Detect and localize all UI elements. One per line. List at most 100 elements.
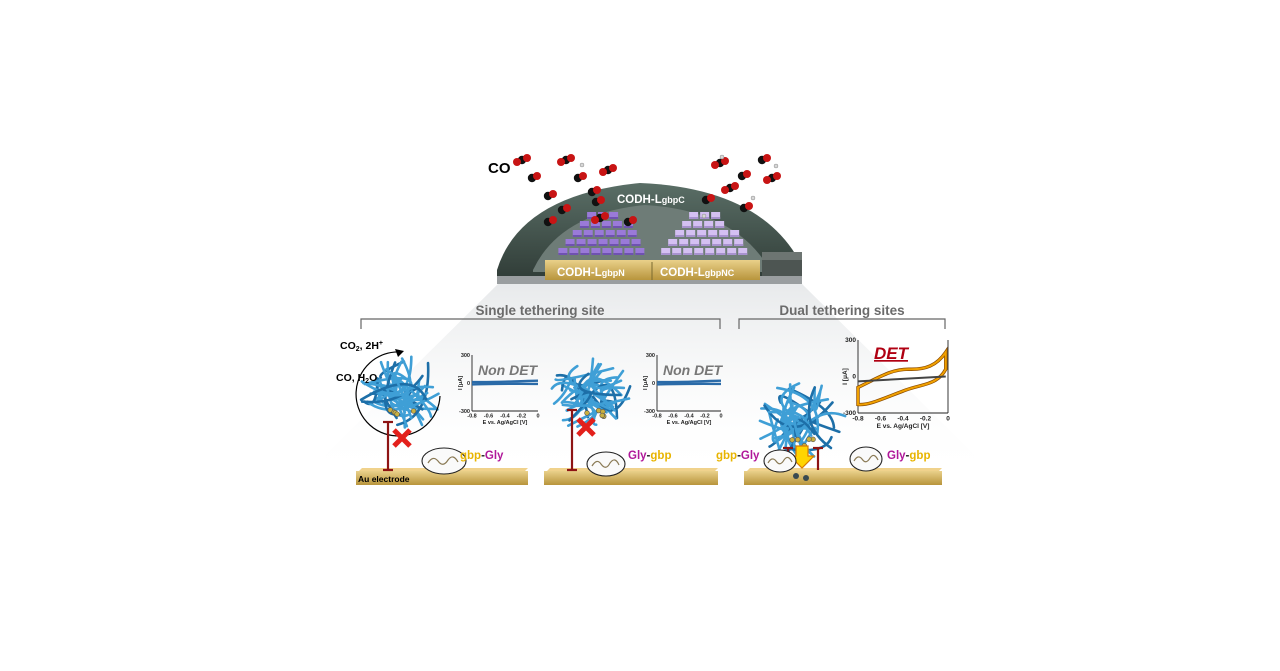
enzyme-cube xyxy=(711,212,721,219)
enzyme-cube-shade xyxy=(583,235,593,237)
linker-label: Gly-gbp xyxy=(628,450,671,462)
enzyme-cube-shade xyxy=(708,235,718,237)
enzyme-cube xyxy=(558,248,568,255)
single-tethering-bracket: Single tethering site xyxy=(360,303,721,329)
enzyme-cube-shade xyxy=(627,235,637,237)
co2-product-label: CO2, 2H+ xyxy=(340,340,383,353)
peptide-inset-left xyxy=(763,449,797,473)
cv-xtick-label: 0 xyxy=(536,414,539,420)
cv-xtick-label: 0 xyxy=(719,414,722,420)
single-tethering-title: Single tethering site xyxy=(475,303,605,318)
metal-cluster xyxy=(806,436,812,442)
enzyme-cube xyxy=(583,230,593,237)
cv-ylabel: I [μA] xyxy=(643,376,649,390)
metal-cluster xyxy=(584,410,590,416)
enzyme-cube xyxy=(609,212,619,219)
cv-xtick-label: -0.6 xyxy=(668,414,677,420)
enzyme-cube-shade xyxy=(682,226,692,228)
enzyme-cube-shade xyxy=(587,244,597,246)
enzyme-cube xyxy=(590,221,600,228)
cv-trace xyxy=(656,382,722,386)
enzyme-cube xyxy=(576,239,586,246)
enzyme-cube xyxy=(690,239,700,246)
enzyme-cube xyxy=(701,239,711,246)
enzyme-cube xyxy=(587,212,597,219)
enzyme-cube-shade xyxy=(738,253,748,255)
enzyme-cube xyxy=(672,248,682,255)
co-molecule xyxy=(591,196,605,207)
enzyme-cube xyxy=(694,248,704,255)
co-label: CO xyxy=(488,160,511,177)
enzyme-cube-shade xyxy=(580,253,590,255)
enzyme-cube-shade xyxy=(683,253,693,255)
enzyme-cube-shade xyxy=(569,253,579,255)
protein-ribbon xyxy=(782,386,805,425)
enzyme-cube-shade xyxy=(576,244,586,246)
cv-xtick-label: -0.8 xyxy=(652,414,661,420)
enzyme-cube-shade xyxy=(705,253,715,255)
enzyme-cube xyxy=(594,230,604,237)
enzyme-cube-shade xyxy=(694,253,704,255)
enzyme-cube xyxy=(591,248,601,255)
enzyme-cube xyxy=(587,239,597,246)
au-electrode xyxy=(356,471,528,485)
protein-ribbon xyxy=(396,361,430,427)
metal-cluster xyxy=(410,408,417,414)
cv-ylabel: I [μA] xyxy=(842,368,849,385)
cv-xtick-label: 0 xyxy=(946,416,950,423)
codh-protein xyxy=(758,382,847,464)
enzyme-cube xyxy=(723,239,733,246)
enzyme-cube xyxy=(668,239,678,246)
no-electron-transfer-x xyxy=(576,417,596,437)
enzyme-cube xyxy=(631,239,641,246)
enzyme-cube xyxy=(682,221,692,228)
protein-ribbon xyxy=(552,377,573,405)
metal-cluster xyxy=(789,437,795,443)
protein-ribbon xyxy=(561,397,631,408)
enzyme-cube xyxy=(635,248,645,255)
enzyme-cube-shade xyxy=(565,244,575,246)
enzyme-cube-shade xyxy=(690,244,700,246)
protein-ribbon xyxy=(807,386,833,450)
cv-ytick-label: 300 xyxy=(646,353,655,359)
enzyme-cube xyxy=(689,212,699,219)
enzyme-cube-shade xyxy=(609,244,619,246)
cv-ytick-label: 300 xyxy=(845,337,856,344)
protein-ribbon xyxy=(759,410,794,441)
cv-xtick-label: -0.2 xyxy=(517,414,526,420)
water-molecule xyxy=(750,195,756,201)
water-molecule xyxy=(579,162,585,168)
co-molecule xyxy=(527,172,541,183)
enzyme-cube xyxy=(620,239,630,246)
codh-protein xyxy=(550,357,632,428)
label-codh-lgbpn: CODH-LgbpN xyxy=(557,267,625,279)
co2-molecule xyxy=(513,154,531,166)
cv-xtick-label: -0.8 xyxy=(852,416,864,423)
enzyme-cube-shade xyxy=(689,217,699,219)
co-molecule xyxy=(737,170,751,181)
enzyme-cube xyxy=(705,248,715,255)
protein-ribbon xyxy=(366,392,440,411)
enzyme-cube xyxy=(708,230,718,237)
co-molecule xyxy=(701,194,715,205)
enzyme-cube-shade xyxy=(558,253,568,255)
enzyme-cube xyxy=(605,230,615,237)
enzyme-cube xyxy=(704,221,714,228)
enzyme-cube-shade xyxy=(668,244,678,246)
cv-xlabel: E vs. Ag/AgCl [V] xyxy=(667,420,712,426)
enzyme-cube-shade xyxy=(609,217,619,219)
co-molecule xyxy=(757,154,771,165)
enzyme-cube xyxy=(602,248,612,255)
co-molecule xyxy=(557,204,571,215)
enzyme-cube-shade xyxy=(711,217,721,219)
electrode-dome: CODH-LgbpN CODH-LgbpNC CODH-LgbpC xyxy=(300,183,1000,480)
enzyme-cube xyxy=(675,230,685,237)
enzyme-cube-shade xyxy=(616,235,626,237)
enzyme-cube-shade xyxy=(590,226,600,228)
enzyme-cube xyxy=(616,230,626,237)
co2-molecule xyxy=(763,172,781,184)
enzyme-cube xyxy=(693,221,703,228)
cv-ytick-label: 0 xyxy=(467,381,470,387)
co-molecule xyxy=(543,190,557,201)
